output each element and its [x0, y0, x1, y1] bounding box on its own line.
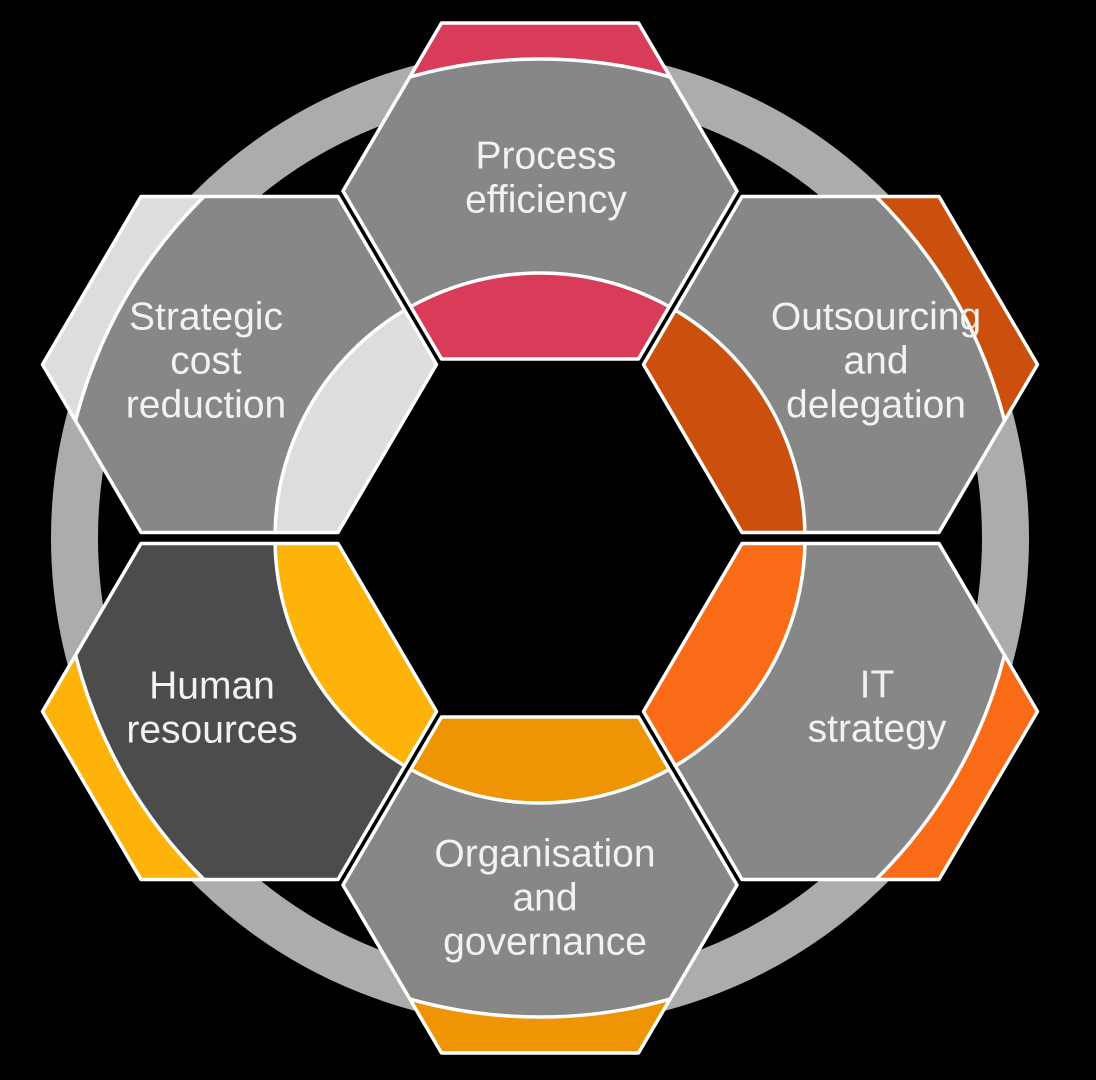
hexagon-outline	[641, 194, 1040, 535]
hexagon-body-band	[343, 59, 737, 359]
outer-arc	[343, 717, 737, 1019]
inner-arc	[343, 717, 737, 805]
outer-arc	[343, 57, 737, 359]
hexagon-outline	[40, 194, 439, 535]
inner-arc	[343, 271, 737, 359]
hexagon-outline	[641, 541, 1040, 882]
hexagon-body-band	[343, 717, 737, 1017]
hexagon-outline	[341, 715, 739, 1055]
hexagon-outline	[341, 21, 739, 361]
hexagon-outline	[40, 541, 439, 882]
